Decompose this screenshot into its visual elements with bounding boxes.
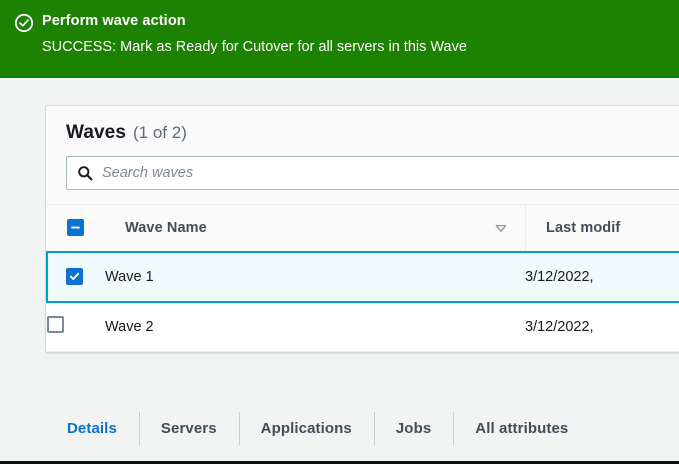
tab-details[interactable]: Details: [67, 419, 117, 437]
waves-table: Wave Name Last modif: [46, 204, 679, 352]
detail-tabs: Details Servers Applications Jobs All at…: [45, 398, 679, 458]
success-flash-banner: Perform wave action SUCCESS: Mark as Rea…: [0, 0, 679, 78]
select-all-checkbox[interactable]: [67, 219, 84, 237]
success-circle-check-icon: [14, 13, 34, 33]
row-checkbox-checked[interactable]: [66, 267, 83, 285]
search-icon: [77, 165, 93, 181]
tab-servers[interactable]: Servers: [138, 410, 239, 447]
tab-jobs[interactable]: Jobs: [373, 410, 453, 447]
column-header-wave-name-label: Wave Name: [125, 219, 207, 236]
page-title: Waves: [66, 122, 126, 143]
cell-wave-name: Wave 1: [105, 250, 525, 303]
caret-down-icon[interactable]: [493, 220, 509, 236]
column-header-wave-name[interactable]: Wave Name: [105, 204, 525, 252]
table-body: Wave 1 3/12/2022, Wave 2 3/12/2022,: [46, 250, 679, 352]
table-header-row: Wave Name Last modif: [47, 204, 679, 252]
flash-title: Perform wave action: [42, 13, 186, 29]
search-input[interactable]: [102, 165, 673, 181]
flash-text-block: Perform wave action SUCCESS: Mark as Rea…: [42, 12, 663, 57]
tab-applications[interactable]: Applications: [238, 410, 374, 447]
row-checkbox-unchecked[interactable]: [47, 316, 64, 334]
table-row[interactable]: Wave 2 3/12/2022,: [47, 301, 679, 352]
table-row[interactable]: Wave 1 3/12/2022,: [46, 250, 679, 303]
row-select-cell: [47, 301, 105, 352]
select-all-header-cell: [47, 204, 105, 252]
table-header: Wave Name Last modif: [47, 204, 679, 252]
row-select-cell: [46, 250, 105, 303]
search-container: [46, 154, 679, 204]
flash-message: SUCCESS: Mark as Ready for Cutover for a…: [42, 39, 467, 55]
column-header-last-modified-label: Last modif: [546, 219, 621, 236]
cell-last-modified: 3/12/2022,: [525, 250, 679, 303]
column-header-last-modified[interactable]: Last modif: [525, 204, 679, 252]
cell-last-modified: 3/12/2022,: [525, 301, 679, 352]
panel-item-count: (1 of 2): [133, 123, 187, 142]
cell-wave-name: Wave 2: [105, 301, 525, 352]
waves-panel: Waves (1 of 2): [45, 105, 679, 353]
tab-all-attributes[interactable]: All attributes: [453, 410, 590, 447]
panel-header: Waves (1 of 2): [46, 106, 679, 154]
search-box[interactable]: [66, 156, 679, 190]
